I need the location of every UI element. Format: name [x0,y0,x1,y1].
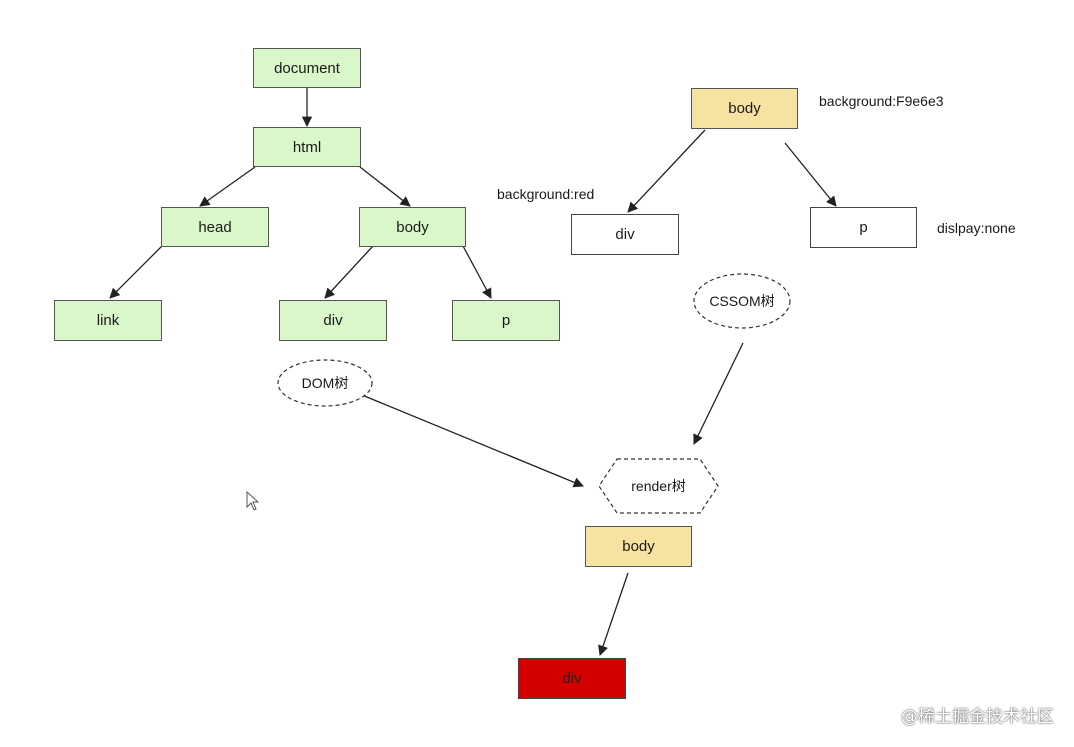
render-node-div: div [518,658,626,699]
edge-css-body-p [784,142,837,207]
edge-head-link [109,245,163,299]
render-node-body: body [585,526,692,567]
dom-node-link: link [54,300,162,341]
cssom-p-style: dislpay:none [937,220,1016,236]
dom-tree-caption-shape [277,359,373,407]
dom-node-p: p [452,300,560,341]
edge-render-body-div [598,572,629,656]
cssom-node-p: p [810,207,917,248]
edge-cssom-render [693,342,744,445]
dom-node-body: body [359,207,466,247]
cssom-tree-caption: CSSOM树 [709,293,775,309]
edge-body-div [324,245,374,299]
render-tree-caption-shape [598,458,719,514]
edge-css-body-div [627,129,706,213]
dom-tree-caption: DOM树 [301,375,349,391]
edge-body-p [462,245,492,299]
edge-html-body [359,166,411,207]
dom-node-document: document [253,48,361,88]
edge-html-head [199,166,256,207]
dom-node-head: head [161,207,269,247]
cssom-node-div: div [571,214,679,255]
cssom-body-style: background:F9e6e3 [819,93,944,109]
cssom-node-body: body [691,88,798,129]
mouse-cursor-icon [246,491,260,511]
cssom-div-style: background:red [497,186,595,202]
edge-dom-render [361,394,584,488]
render-tree-caption: render树 [631,478,686,494]
dom-node-div: div [279,300,387,341]
dom-node-html: html [253,127,361,167]
watermark: @稀土掘金技术社区 [901,707,1054,727]
cssom-tree-caption-shape [693,273,791,329]
